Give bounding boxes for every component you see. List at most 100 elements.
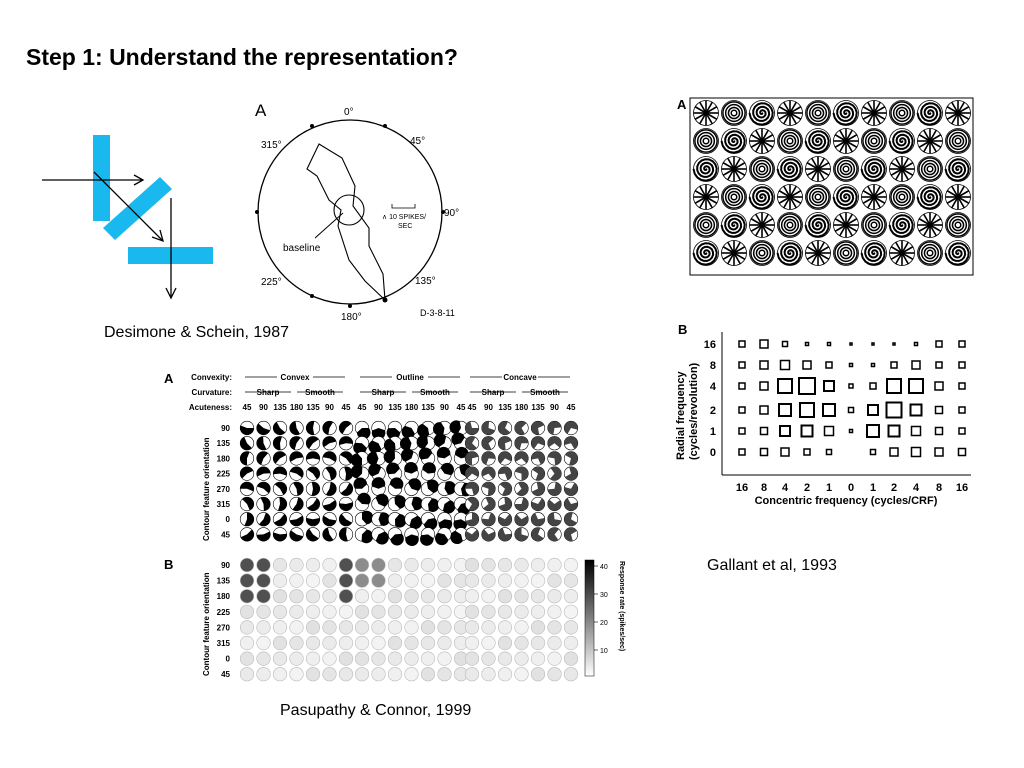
- angle-225: 225°: [261, 277, 282, 288]
- shape-stimulus: [464, 604, 480, 619]
- grating-stimulus: [945, 100, 971, 126]
- response-square: [848, 362, 854, 368]
- shape-stimulus: [497, 667, 513, 682]
- shape-stimulus: [497, 466, 513, 481]
- shape-stimulus: [420, 635, 436, 651]
- shape-stimulus: [514, 651, 529, 666]
- colorbar: [584, 559, 595, 677]
- grating-stimulus: [749, 156, 775, 182]
- grating-stimulus: [917, 128, 943, 154]
- shape-stimulus: [272, 451, 288, 466]
- shape-stimulus: [289, 420, 304, 436]
- response-square: [738, 427, 746, 435]
- response-square: [958, 382, 966, 390]
- response-square: [909, 403, 923, 417]
- shape-stimulus: [338, 436, 354, 451]
- shape-stimulus: [497, 604, 513, 619]
- shape-stimulus: [530, 420, 546, 436]
- grating-stimulus: [777, 128, 803, 154]
- shape-stimulus: [354, 527, 374, 544]
- grating-stimulus: [832, 100, 859, 126]
- shape-stimulus: [450, 527, 469, 545]
- acuteness-value: 90: [259, 403, 268, 412]
- shape-stimulus: [530, 573, 546, 588]
- angle-90: 90°: [444, 208, 459, 219]
- shape-stimulus: [322, 466, 337, 481]
- shape-stimulus: [322, 573, 337, 588]
- x-tick: 8: [761, 482, 767, 494]
- shape-stimulus: [272, 635, 288, 651]
- shape-stimulus: [239, 451, 255, 466]
- shape-stimulus: [387, 527, 404, 546]
- response-square: [935, 361, 943, 369]
- curvature-label: Curvature:: [192, 388, 232, 397]
- shape-stimulus: [338, 496, 354, 512]
- shape-stimulus: [481, 604, 496, 619]
- baseline-label: baseline: [283, 243, 321, 254]
- shape-stimulus: [256, 481, 271, 496]
- shape-stimulus: [272, 651, 288, 666]
- gallant-response-plot: B Radial frequency (cycles/revolution) 1…: [675, 322, 971, 507]
- angle-180: 180°: [341, 312, 362, 323]
- orientation-label: 225: [217, 608, 231, 617]
- shape-stimulus: [272, 557, 288, 573]
- shape-stimulus: [322, 512, 337, 527]
- colorbar-tick: 30: [600, 592, 608, 599]
- shape-stimulus: [387, 477, 404, 496]
- shape-stimulus: [464, 420, 480, 436]
- grating-stimulus: [861, 100, 887, 126]
- shape-stimulus: [371, 589, 386, 604]
- shape-stimulus: [420, 512, 438, 531]
- response-square: [958, 406, 966, 414]
- shape-stimulus: [338, 620, 354, 635]
- grating-stimulus: [860, 240, 887, 266]
- grating-stimulus: [777, 184, 803, 210]
- shape-stimulus: [418, 447, 436, 466]
- acuteness-value: 135: [498, 403, 512, 412]
- grating-stimulus: [944, 156, 971, 182]
- shape-stimulus: [404, 589, 419, 604]
- shape-stimulus: [289, 436, 304, 451]
- x-tick: 0: [848, 482, 854, 494]
- shape-stimulus: [464, 496, 480, 512]
- shape-stimulus: [434, 527, 452, 546]
- grating-stimulus: [720, 128, 747, 154]
- response-square: [911, 360, 921, 370]
- shape-stimulus: [530, 635, 546, 651]
- shape-stimulus: [437, 573, 452, 588]
- shape-stimulus: [272, 496, 288, 512]
- shape-stimulus: [432, 420, 452, 436]
- shape-stimulus: [563, 557, 579, 573]
- grating-stimulus: [776, 240, 803, 266]
- shape-stimulus: [338, 557, 354, 573]
- grating-stimulus: [833, 212, 859, 238]
- colorbar-tick: 10: [600, 648, 608, 655]
- shape-stimulus: [322, 527, 337, 542]
- vertical-bar: [93, 135, 110, 221]
- curvature-label: Sharp: [482, 388, 505, 397]
- shape-stimulus: [514, 436, 529, 451]
- response-square: [848, 428, 854, 434]
- shape-stimulus: [563, 635, 579, 651]
- shape-stimulus: [404, 604, 419, 619]
- shape-stimulus: [547, 436, 562, 451]
- shape-stimulus: [451, 432, 469, 451]
- grating-stimulus: [748, 100, 775, 126]
- y-tick: 0: [710, 447, 716, 459]
- grating-stimulus: [693, 212, 719, 238]
- shape-stimulus: [239, 481, 255, 496]
- orientation-label: 90: [221, 561, 230, 570]
- cell-id: D-3-8-11: [420, 308, 455, 318]
- shape-stimulus: [256, 420, 271, 436]
- shape-stimulus: [322, 620, 337, 635]
- polar-tuning-plot: A baseline 0° 45° 90° 135° 180° 225° 315…: [255, 101, 459, 323]
- response-square: [738, 340, 746, 348]
- shape-stimulus: [481, 451, 496, 466]
- grating-stimulus: [805, 156, 831, 182]
- shape-stimulus: [437, 651, 452, 666]
- shape-stimulus: [256, 620, 271, 635]
- response-square: [777, 378, 793, 394]
- grating-stimulus: [889, 184, 915, 210]
- gallant-stimulus-grid: A: [677, 97, 974, 276]
- response-square: [958, 361, 966, 369]
